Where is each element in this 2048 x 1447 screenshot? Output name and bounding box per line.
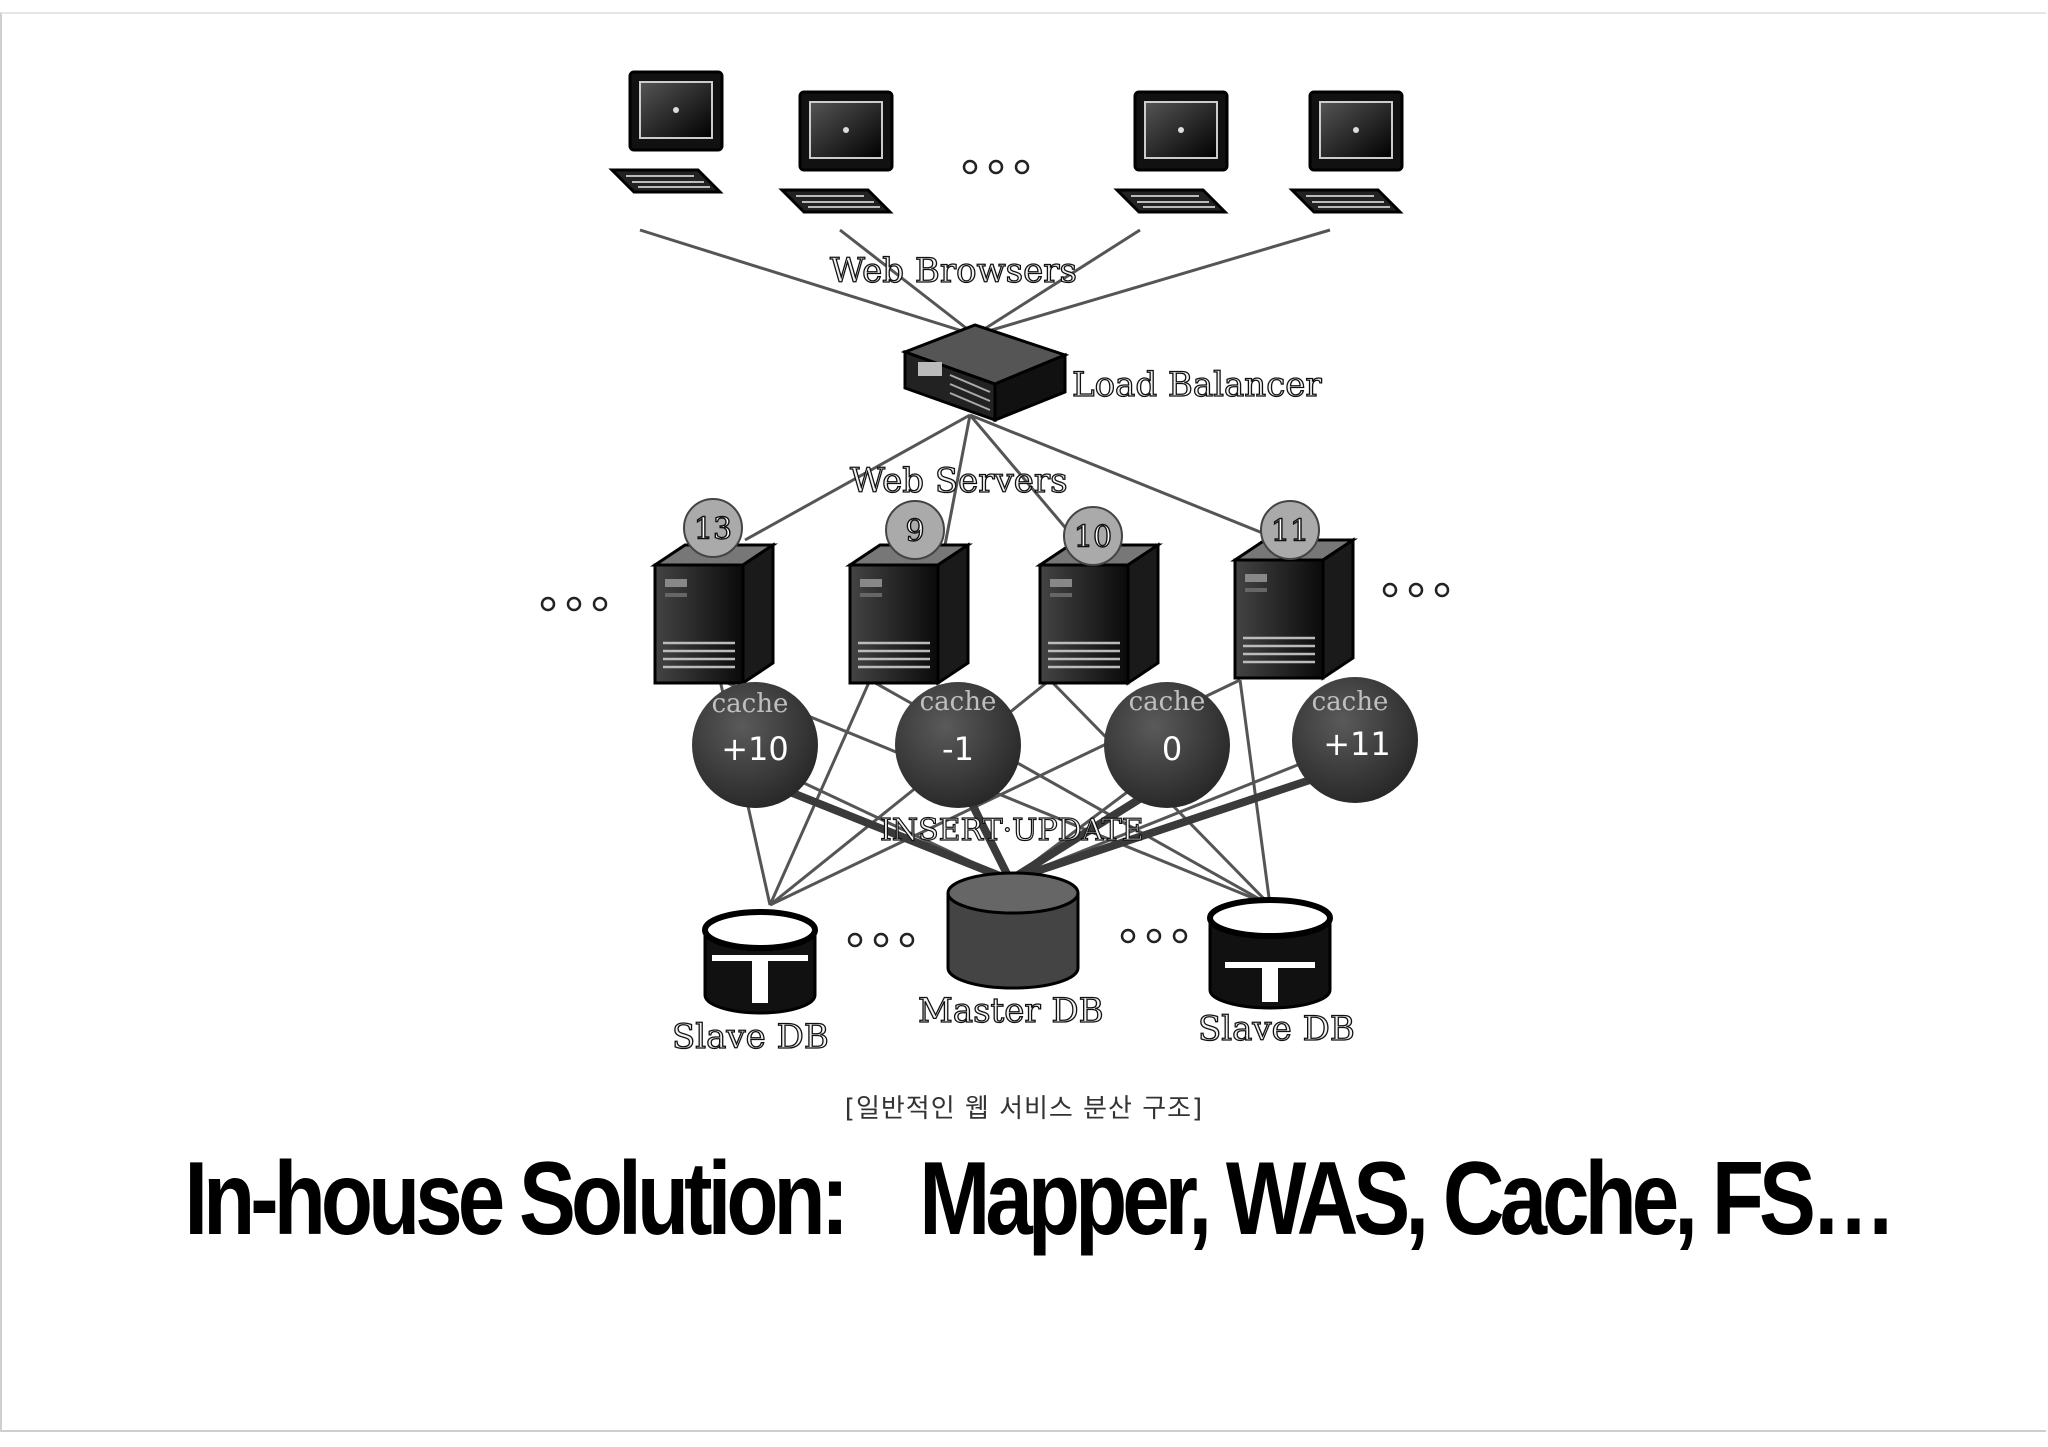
cache-node-3: cache 0 (1104, 682, 1230, 808)
cache-node-2: cache -1 (895, 682, 1021, 808)
server-badge-3: 10 (1064, 507, 1122, 565)
browser-4 (1292, 92, 1402, 212)
browser-2 (782, 92, 892, 212)
svg-text:cache: cache (920, 687, 997, 717)
cache-node-4: cache +11 (1292, 677, 1418, 803)
web-server-4 (1235, 540, 1353, 678)
svg-text:+11: +11 (1323, 725, 1391, 763)
svg-text:cache: cache (1129, 687, 1206, 717)
svg-text:+10: +10 (721, 730, 789, 768)
insert-update-label: INSERT·UPDATE (880, 813, 1144, 848)
slave-db-right-icon (1210, 900, 1330, 1008)
web-browsers-label: Web Browsers (830, 251, 1077, 291)
server-badge-1: 13 (684, 499, 742, 557)
svg-text:9: 9 (905, 514, 924, 549)
slave-db-left-icon (705, 912, 815, 1013)
svg-text:-1: -1 (942, 730, 974, 768)
svg-text:cache: cache (712, 689, 789, 719)
load-balancer-label: Load Balancer (1072, 365, 1322, 405)
web-servers-label: Web Servers (850, 461, 1068, 501)
web-server-1 (655, 545, 773, 683)
cache-node-1: cache +10 (692, 682, 818, 808)
server-ellipsis-right (1384, 584, 1448, 596)
browser-3 (1117, 92, 1227, 212)
browser-ellipsis (964, 161, 1028, 173)
slave-db-left-label: Slave DB (672, 1017, 829, 1057)
slide-headline: In-house Solution: Mapper, WAS, Cache, F… (184, 1140, 1863, 1259)
svg-text:13: 13 (694, 512, 732, 547)
svg-text:0: 0 (1162, 730, 1182, 768)
svg-text:11: 11 (1271, 514, 1309, 549)
master-db-label: Master DB (918, 991, 1104, 1031)
db-ellipsis-left (849, 934, 913, 946)
db-ellipsis-right (1122, 930, 1186, 942)
master-db-icon (948, 873, 1078, 988)
server-badge-4: 11 (1261, 501, 1319, 559)
load-balancer-icon (905, 325, 1065, 420)
browser-1 (612, 72, 722, 192)
server-badge-2: 9 (886, 501, 944, 559)
web-server-3 (1040, 545, 1158, 683)
slave-db-right-label: Slave DB (1198, 1009, 1355, 1049)
svg-text:10: 10 (1074, 520, 1112, 555)
web-server-2 (850, 545, 968, 683)
server-ellipsis-left (542, 598, 606, 610)
svg-text:cache: cache (1312, 687, 1389, 717)
diagram-caption: [일반적인 웹 서비스 분산 구조] (0, 1088, 2048, 1125)
